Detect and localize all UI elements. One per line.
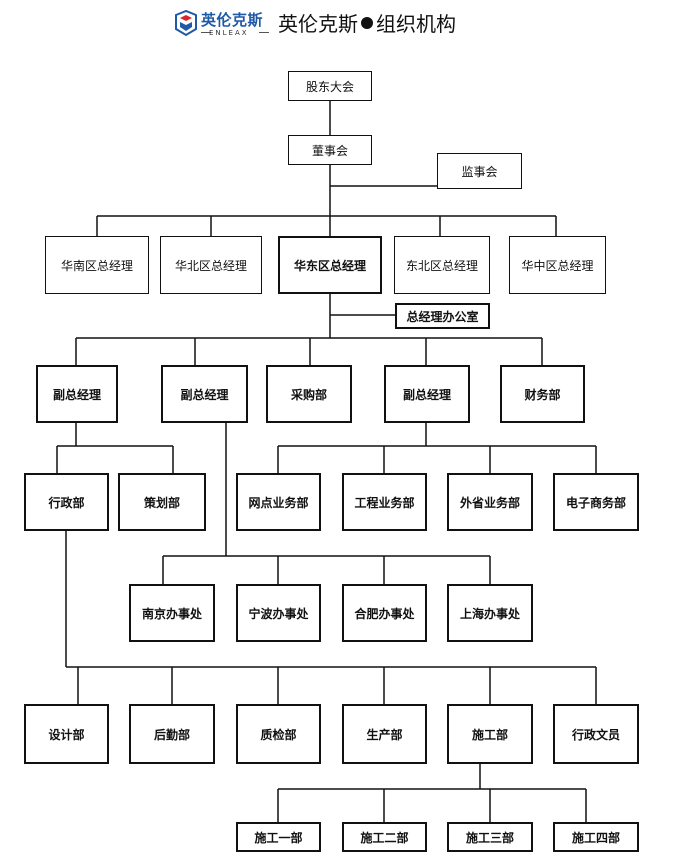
logo-mark-icon: [175, 9, 197, 37]
node-purchasing: 采购部: [266, 365, 352, 423]
node-gm-north: 华北区总经理: [160, 236, 262, 294]
node-logistics: 后勤部: [129, 704, 215, 764]
node-vp-3: 副总经理: [384, 365, 470, 423]
node-design: 设计部: [24, 704, 109, 764]
node-gm-central: 华中区总经理: [509, 236, 606, 294]
page-title: 英伦克斯组织机构: [278, 8, 456, 37]
node-gm-south: 华南区总经理: [45, 236, 149, 294]
node-gm-east: 华东区总经理: [278, 236, 382, 294]
node-construction-team-2: 施工二部: [342, 822, 427, 852]
node-production: 生产部: [342, 704, 427, 764]
node-construction: 施工部: [447, 704, 533, 764]
node-outlet-sales: 网点业务部: [236, 473, 321, 531]
node-external-sales: 外省业务部: [447, 473, 533, 531]
logo-text-en: ENLEAX: [209, 29, 249, 37]
node-construction-team-1: 施工一部: [236, 822, 321, 852]
logo-text-cn: 英伦克斯: [201, 11, 264, 29]
node-engineering-sales: 工程业务部: [342, 473, 427, 531]
node-qc: 质检部: [236, 704, 321, 764]
logo-rule-right: [259, 32, 269, 33]
node-gm-office: 总经理办公室: [395, 303, 490, 329]
node-supervisors: 监事会: [437, 153, 522, 189]
header: 英伦克斯 ENLEAX 英伦克斯组织机构: [0, 0, 699, 48]
company-logo: 英伦克斯 ENLEAX: [173, 7, 271, 41]
node-construction-team-4: 施工四部: [553, 822, 639, 852]
title-company: 英伦克斯: [278, 12, 358, 36]
node-vp-1: 副总经理: [36, 365, 118, 423]
node-board: 董事会: [288, 135, 372, 165]
node-finance: 财务部: [500, 365, 585, 423]
logo-rule-left: [201, 32, 211, 33]
node-admin-clerk: 行政文员: [553, 704, 639, 764]
node-construction-team-3: 施工三部: [447, 822, 533, 852]
node-ningbo-office: 宁波办事处: [236, 584, 321, 642]
node-admin: 行政部: [24, 473, 109, 531]
node-shanghai-office: 上海办事处: [447, 584, 533, 642]
node-planning: 策划部: [118, 473, 206, 531]
title-text: 组织机构: [376, 12, 456, 36]
node-nanjing-office: 南京办事处: [129, 584, 215, 642]
node-hefei-office: 合肥办事处: [342, 584, 427, 642]
node-gm-northeast: 东北区总经理: [394, 236, 490, 294]
node-ecommerce: 电子商务部: [553, 473, 639, 531]
bullet-icon: [361, 17, 373, 29]
node-shareholders: 股东大会: [288, 71, 372, 101]
node-vp-2: 副总经理: [161, 365, 248, 423]
